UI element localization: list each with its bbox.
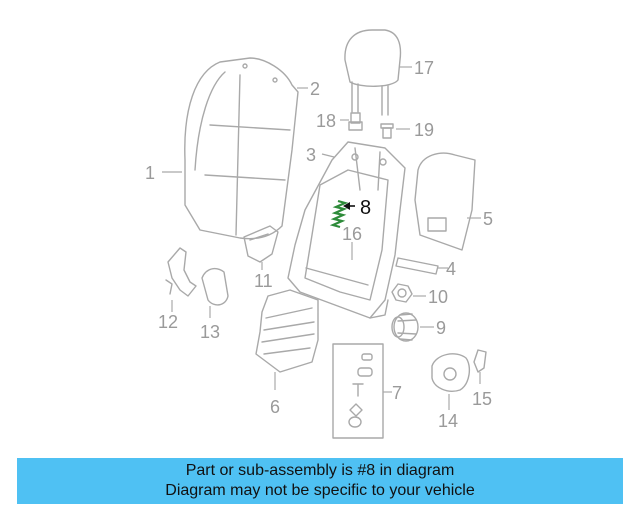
highlighted-spring-part-8 [329, 199, 349, 229]
cover-plate [201, 267, 229, 306]
cap-cover [431, 353, 471, 392]
callout-4: 4 [446, 259, 456, 279]
banner-disclaimer: Diagram may not be specific to your vehi… [165, 482, 475, 499]
callout-19: 19 [414, 120, 434, 140]
headrest-guide-sleeve [348, 112, 363, 131]
hardware-kit [332, 343, 384, 439]
callout-8: 8 [360, 197, 371, 219]
parts-diagram: 1 2 3 4 5 6 7 8 9 10 11 12 13 14 15 16 1… [145, 29, 493, 439]
callout-13: 13 [200, 322, 220, 342]
callout-14: 14 [438, 411, 458, 431]
clip [473, 349, 487, 373]
side-trim [165, 247, 197, 297]
seat-back-cushion [184, 57, 299, 240]
headrest [344, 29, 402, 116]
callout-16: 16 [342, 224, 362, 244]
handwheel [391, 312, 419, 342]
callout-1: 1 [145, 163, 155, 183]
callout-10: 10 [428, 287, 448, 307]
callout-3: 3 [306, 145, 316, 165]
recliner-knob [391, 283, 413, 303]
callout-11: 11 [254, 271, 273, 291]
headrest-guide-sleeve-2 [380, 123, 394, 139]
callout-15: 15 [472, 389, 492, 409]
callout-12: 12 [158, 312, 178, 332]
lumbar-pad [255, 289, 319, 373]
callout-17: 17 [414, 58, 434, 78]
callout-18: 18 [316, 111, 336, 131]
banner-part-note: Part or sub-assembly is #8 in diagram [185, 462, 455, 479]
seat-back-panel [414, 152, 476, 251]
trim-strip [395, 257, 439, 275]
callout-5: 5 [483, 209, 493, 229]
callout-9: 9 [436, 318, 446, 338]
callout-7: 7 [392, 383, 402, 403]
callout-2: 2 [310, 79, 320, 99]
bracket [243, 225, 279, 263]
seat-back-frame [287, 141, 406, 319]
info-banner: Part or sub-assembly is #8 in diagram Di… [17, 458, 623, 504]
callout-6: 6 [270, 397, 280, 417]
